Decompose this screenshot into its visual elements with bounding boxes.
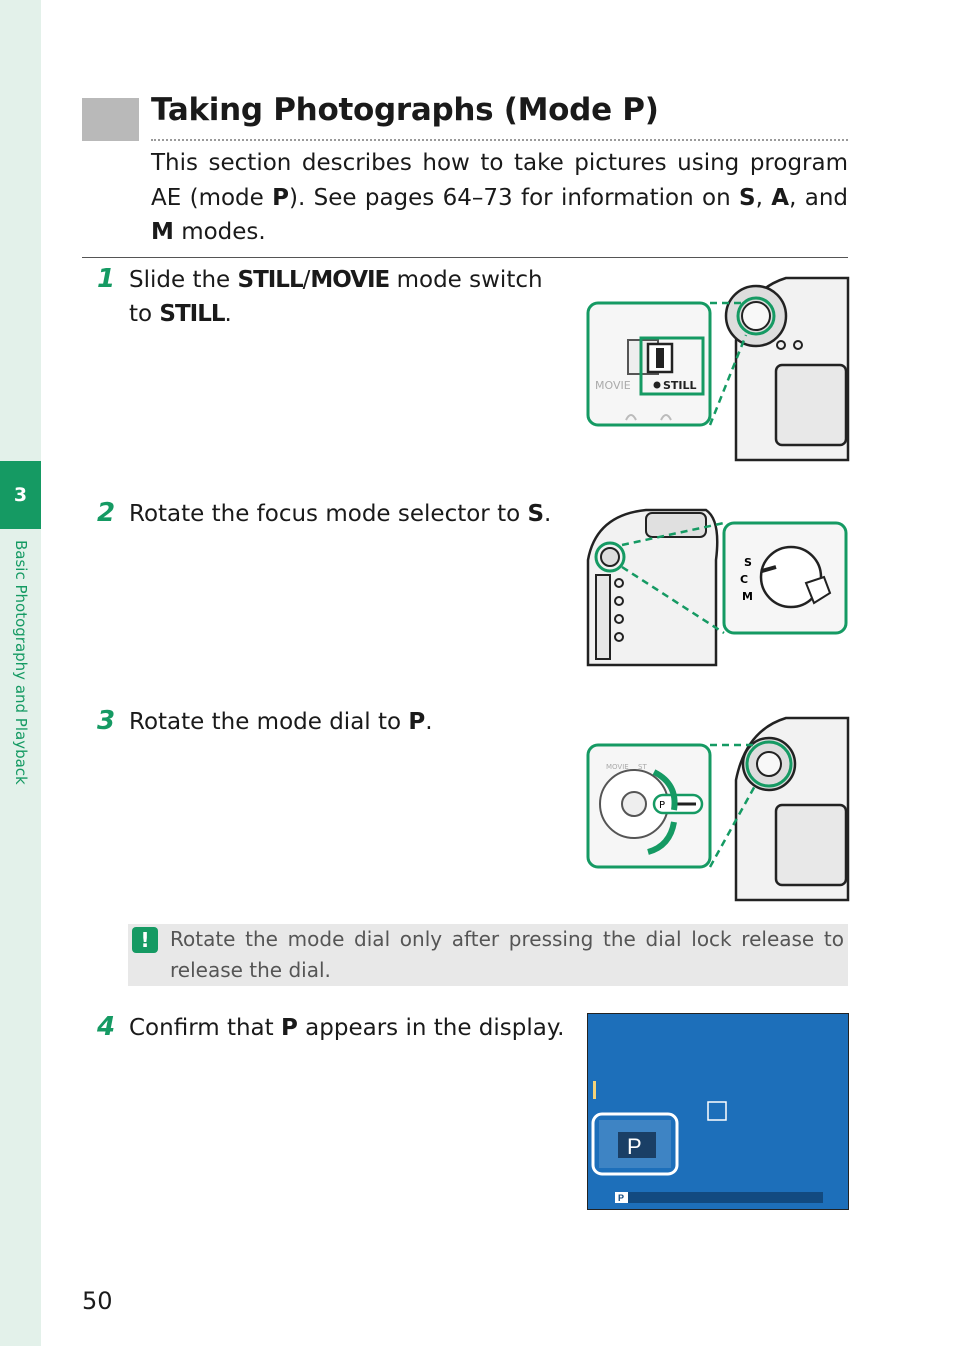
svg-text:ST: ST: [638, 763, 647, 771]
step-2-number: 2: [97, 498, 116, 528]
svg-text:STILL: STILL: [663, 379, 697, 392]
lcd-display-illustration: P P: [587, 1013, 849, 1210]
caution-note: ! Rotate the mode dial only after pressi…: [128, 924, 848, 986]
caution-icon: !: [132, 927, 158, 953]
camera-top-illustration-switch: MOVIE STILL: [586, 276, 850, 462]
svg-text:P: P: [659, 800, 665, 811]
intro-paragraph: This section describes how to take pictu…: [151, 150, 848, 245]
step-4-text: Confirm that P appears in the display.: [129, 1015, 565, 1041]
camera-top-illustration-mode-dial: MOVIE ST P: [586, 716, 850, 902]
caution-text: Rotate the mode dial only after pressing…: [170, 927, 844, 982]
chapter-tab: 3: [0, 461, 41, 529]
step-1-number: 1: [97, 264, 116, 294]
step-3-number: 3: [97, 706, 116, 736]
camera-front-illustration-focus: S C M: [586, 508, 848, 667]
page-title: Taking Photographs (Mode P): [151, 92, 659, 128]
chapter-title: Basic Photography and Playback: [12, 540, 30, 785]
svg-text:P: P: [618, 1193, 624, 1203]
sidebar: [0, 0, 41, 1346]
chapter-number: 3: [13, 484, 28, 506]
title-marker: [82, 98, 139, 141]
section-rule: [82, 257, 848, 258]
step-2-text: Rotate the focus mode selector to S.: [129, 501, 552, 527]
title-divider: [151, 139, 848, 141]
svg-text:MOVIE: MOVIE: [595, 379, 631, 392]
step-4-number: 4: [97, 1012, 116, 1042]
svg-text:P: P: [627, 1134, 642, 1159]
svg-text:S: S: [744, 556, 752, 569]
svg-text:C: C: [740, 573, 748, 586]
page-number: 50: [82, 1287, 113, 1315]
svg-text:M: M: [742, 590, 753, 603]
svg-text:MOVIE: MOVIE: [606, 763, 629, 771]
step-3-text: Rotate the mode dial to P.: [129, 709, 433, 735]
step-1-text: Slide the STILL/MOVIE mode switch to STI…: [129, 267, 543, 327]
